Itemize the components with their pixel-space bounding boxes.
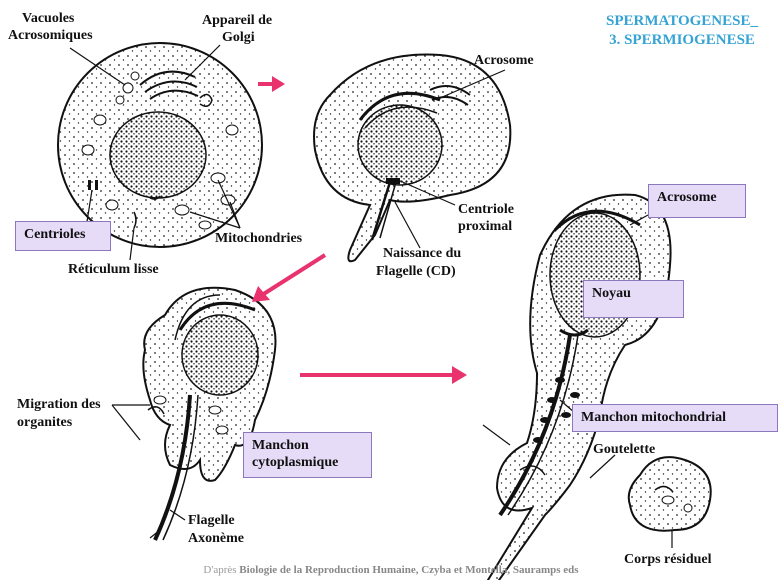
label-flagelle-cd: Flagelle (CD) (376, 263, 456, 280)
label-noyau-box: Noyau (583, 280, 684, 318)
label-acrosome-box: Acrosome (648, 184, 746, 218)
label-vacuoles: Vacuoles (22, 10, 74, 27)
credit-source: Biologie de la Reproduction Humaine, Czy… (239, 564, 578, 576)
credit-prefix: D'après (203, 564, 239, 576)
label-manchon-cytoplasmique-box: Manchon cytoplasmique (243, 432, 372, 478)
label-acrosome-top: Acrosome (474, 52, 534, 69)
title-line-1: SPERMATOGENESE_ (606, 12, 758, 31)
label-manchon-mitochondrial-box: Manchon mitochondrial (572, 404, 778, 432)
label-manchon-1: Manchon (252, 437, 363, 454)
label-appareil: Appareil de (202, 12, 272, 29)
label-manchon-2: cytoplasmique (252, 454, 363, 471)
label-axoneme: Axonème (188, 530, 244, 547)
label-golgi: Golgi (222, 29, 255, 46)
title-line-2: 3. SPERMIOGENESE (606, 31, 758, 50)
label-naissance: Naissance du (383, 245, 461, 262)
label-centriole: Centriole (458, 201, 514, 218)
label-proximal: proximal (458, 218, 512, 235)
label-goutelette: Goutelette (593, 441, 655, 458)
label-migration-1: Migration des (17, 396, 101, 413)
label-reticulum: Réticulum lisse (68, 261, 159, 278)
spermatid-migration-stage (112, 288, 276, 540)
label-mitochondries: Mitochondries (215, 230, 302, 247)
diagram-title: SPERMATOGENESE_ 3. SPERMIOGENESE (606, 12, 758, 50)
residual-body (629, 457, 711, 548)
label-flagelle: Flagelle (188, 512, 235, 529)
label-centrioles-box: Centrioles (15, 221, 111, 251)
source-credit: D'après Biologie de la Reproduction Huma… (0, 564, 782, 576)
label-acrosomiques: Acrosomiques (8, 27, 93, 44)
label-migration-2: organites (17, 414, 72, 431)
